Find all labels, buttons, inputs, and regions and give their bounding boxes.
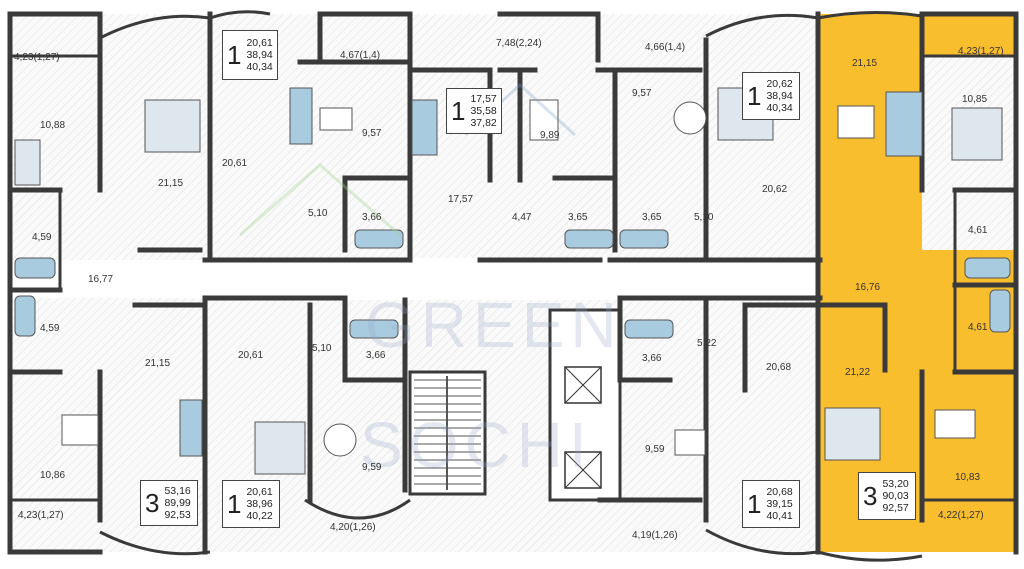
room-area-label: 9,59 bbox=[645, 444, 665, 455]
room-area-label: 20,61 bbox=[222, 158, 248, 169]
total-area: 35,58 bbox=[470, 105, 497, 117]
room-area-label: 20,68 bbox=[766, 362, 792, 373]
room-area-label: 10,86 bbox=[40, 470, 66, 481]
bay-arcs bbox=[99, 10, 923, 562]
room-area-label: 4,47 bbox=[512, 212, 532, 223]
room-area-label: 3,65 bbox=[642, 212, 662, 223]
room-area-label: 9,57 bbox=[632, 88, 652, 99]
area-with-balcony: 92,53 bbox=[164, 509, 191, 521]
room-area-label: 16,77 bbox=[88, 274, 114, 285]
room-area-label: 4,20(1,26) bbox=[330, 522, 376, 533]
watermark-house-icon bbox=[239, 163, 401, 237]
room-area-label: 20,61 bbox=[238, 350, 264, 361]
area-with-balcony: 40,22 bbox=[246, 510, 273, 522]
room-area-label: 4,22(1,27) bbox=[938, 510, 984, 521]
corridor-floor bbox=[205, 258, 817, 300]
room-area-label: 4,59 bbox=[40, 323, 60, 334]
room-area-label: 5,10 bbox=[312, 343, 332, 354]
room-area-label: 4,67(1,4) bbox=[340, 50, 381, 61]
area-with-balcony: 37,82 bbox=[470, 117, 497, 129]
room-area-label: 4,23(1,27) bbox=[958, 46, 1004, 57]
room-area-label: 3,66 bbox=[642, 353, 662, 364]
living-area: 53,16 bbox=[164, 485, 191, 497]
room-area-label: 21,22 bbox=[845, 367, 871, 378]
apartment-rooms: 1 bbox=[451, 95, 466, 126]
room-area-label: 4,19(1,26) bbox=[632, 530, 678, 541]
room-area-label: 17,57 bbox=[448, 194, 474, 205]
total-area: 39,15 bbox=[766, 498, 793, 510]
room-area-label: 21,15 bbox=[145, 358, 171, 369]
total-area: 89,99 bbox=[164, 497, 191, 509]
apartment-rooms: 1 bbox=[747, 80, 762, 111]
room-area-label: 9,59 bbox=[362, 462, 382, 473]
room-area-label: 21,15 bbox=[158, 178, 184, 189]
room-area-label: 3,66 bbox=[366, 350, 386, 361]
room-area-label: 4,61 bbox=[968, 225, 988, 236]
total-area: 90,03 bbox=[882, 490, 909, 502]
total-area: 38,94 bbox=[766, 90, 793, 102]
furniture bbox=[14, 87, 1011, 475]
room-area-label: 10,88 bbox=[40, 120, 66, 131]
area-with-balcony: 40,41 bbox=[766, 510, 793, 522]
apartment-rooms: 1 bbox=[227, 488, 242, 519]
living-area: 20,61 bbox=[246, 37, 273, 49]
room-area-label: 4,59 bbox=[32, 232, 52, 243]
room-area-label: 7,48(2,24) bbox=[496, 38, 542, 49]
area-with-balcony: 40,34 bbox=[766, 102, 793, 114]
apartment-card[interactable]: 1 20,68 39,15 40,41 bbox=[742, 480, 800, 528]
watermark-line1: GREEN bbox=[365, 289, 623, 361]
stair-core bbox=[408, 370, 487, 496]
room-area-label: 21,15 bbox=[852, 58, 878, 69]
area-with-balcony: 92,57 bbox=[882, 502, 909, 514]
total-area: 38,96 bbox=[246, 498, 273, 510]
room-area-label: 4,23(1,27) bbox=[18, 510, 64, 521]
apartment-rooms: 1 bbox=[747, 488, 762, 519]
room-area-label: 10,83 bbox=[955, 472, 981, 483]
room-area-label: 3,66 bbox=[362, 212, 382, 223]
apartment-rooms: 3 bbox=[863, 480, 878, 511]
room-area-label: 4,66(1,4) bbox=[645, 42, 686, 53]
apartment-card[interactable]: 3 53,16 89,99 92,53 bbox=[140, 480, 198, 526]
apartment-card[interactable]: 1 20,61 38,94 40,34 bbox=[222, 30, 278, 80]
room-area-label: 16,76 bbox=[855, 282, 881, 293]
watermark-line2: SOCHI bbox=[360, 409, 593, 481]
room-area-label: 9,89 bbox=[540, 130, 560, 141]
room-area-label: 4,23(1,27) bbox=[14, 52, 60, 63]
apartment-card-highlighted[interactable]: 3 53,20 90,03 92,57 bbox=[858, 472, 916, 520]
apartment-rooms: 3 bbox=[145, 487, 160, 518]
living-area: 20,68 bbox=[766, 486, 793, 498]
room-area-label: 4,61 bbox=[968, 322, 988, 333]
walls bbox=[7, 11, 1019, 555]
apartment-rooms: 1 bbox=[227, 39, 242, 70]
apartment-card[interactable]: 1 17,57 35,58 37,82 bbox=[446, 88, 502, 134]
elevator-shafts bbox=[548, 308, 622, 502]
room-area-label: 9,57 bbox=[362, 128, 382, 139]
room-area-label: 5,22 bbox=[697, 338, 717, 349]
room-area-label: 3,65 bbox=[568, 212, 588, 223]
living-area: 17,57 bbox=[470, 93, 497, 105]
living-area: 20,62 bbox=[766, 78, 793, 90]
living-area: 20,61 bbox=[246, 486, 273, 498]
total-area: 38,94 bbox=[246, 49, 273, 61]
apartment-card[interactable]: 1 20,61 38,96 40,22 bbox=[222, 480, 280, 528]
room-area-label: 10,85 bbox=[962, 94, 988, 105]
apartment-card[interactable]: 1 20,62 38,94 40,34 bbox=[742, 72, 800, 120]
room-area-label: 20,62 bbox=[762, 184, 788, 195]
area-with-balcony: 40,34 bbox=[246, 61, 273, 73]
room-area-label: 5,10 bbox=[694, 212, 714, 223]
room-area-label: 5,10 bbox=[308, 208, 328, 219]
living-area: 53,20 bbox=[882, 478, 909, 490]
